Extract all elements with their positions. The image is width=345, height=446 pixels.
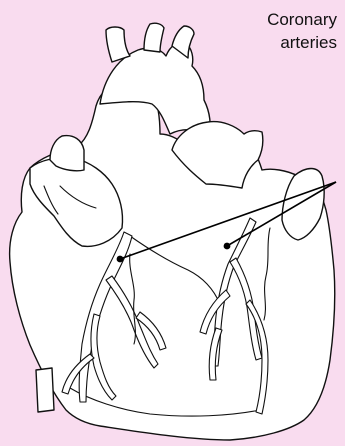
leader-dot-right [117,256,124,263]
label-line-2: arteries [267,31,337,54]
coronary-arteries-label: Coronary arteries [267,8,337,54]
carotid-vessel [144,23,164,52]
inferior-vena-cava [36,368,54,412]
superior-vena-cava [50,136,84,171]
leader-dot-left [224,243,231,250]
brachiocephalic-vessel [106,27,130,62]
label-line-1: Coronary [267,8,337,31]
